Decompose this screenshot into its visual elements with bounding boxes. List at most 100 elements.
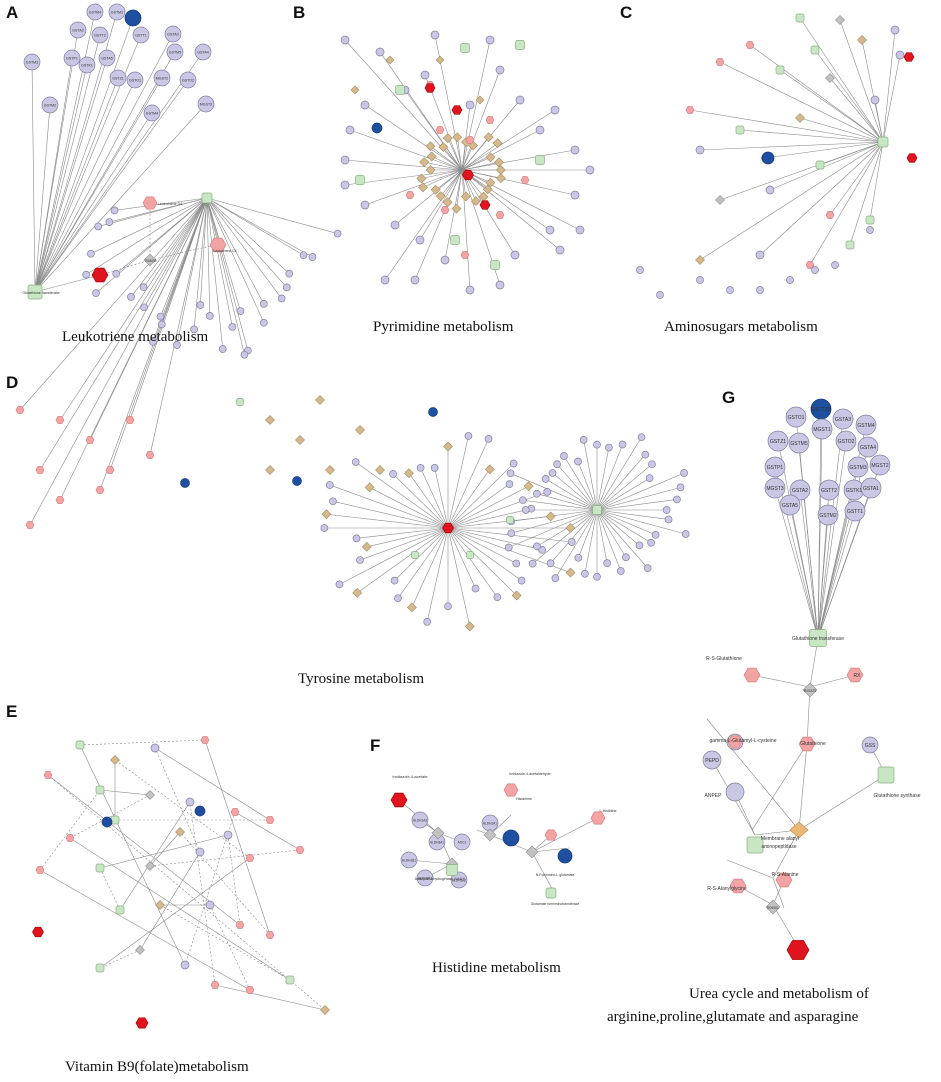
gene-node-e xyxy=(205,900,215,910)
edge-d xyxy=(552,472,598,511)
edge-c xyxy=(814,49,884,143)
edge-d xyxy=(394,527,449,581)
edge-d xyxy=(596,509,686,535)
gene-label-a: GSTA3 xyxy=(167,33,179,37)
enzyme-node-b xyxy=(395,85,405,95)
edge-c xyxy=(829,77,884,143)
caption-aminosugars: Aminosugars metabolism xyxy=(664,319,818,335)
metabolite-node-c xyxy=(685,106,695,114)
edge-d xyxy=(369,487,449,529)
gene-node-a xyxy=(86,3,104,21)
gene-label-f: ALDH1A3 xyxy=(413,819,427,823)
edge-b xyxy=(461,169,551,231)
metabolite-key-e xyxy=(32,926,44,938)
edge-d xyxy=(143,197,208,308)
edge-a xyxy=(34,51,176,293)
gene-node-d xyxy=(228,323,237,331)
edge-b xyxy=(430,146,463,171)
edge-d xyxy=(95,197,208,294)
gene-label-a: GSTT1 xyxy=(135,34,147,38)
gene-node-b xyxy=(360,100,370,110)
edge-d xyxy=(329,484,449,529)
metabolite-key-b xyxy=(462,169,474,181)
edge-a xyxy=(34,17,134,293)
gene-label-a: GSTA4 xyxy=(197,51,209,55)
reaction-node-b xyxy=(452,132,463,143)
edge-a xyxy=(34,103,207,293)
edge-e xyxy=(189,801,216,986)
gene-node-d xyxy=(218,345,227,353)
edge-b xyxy=(422,169,463,188)
reaction-node-e xyxy=(145,790,155,800)
edge-d xyxy=(583,439,598,511)
gene-node-d xyxy=(680,469,688,477)
gene-node-c xyxy=(870,95,880,105)
metabolite-node-d xyxy=(105,466,115,474)
enzyme-label-g: aminopeptidase xyxy=(761,844,797,850)
reaction-node-d xyxy=(565,523,576,533)
reaction-node-b xyxy=(416,173,427,184)
gene-node-g xyxy=(857,436,879,458)
edge-e xyxy=(47,774,326,1011)
edge-d xyxy=(434,467,449,529)
gene-node-d xyxy=(285,269,294,278)
edge-e xyxy=(99,857,251,969)
gene-label-g: GSTA2 xyxy=(792,488,808,494)
gene-hub-d xyxy=(180,478,190,488)
reaction-node-d xyxy=(545,511,556,522)
gene-node-d xyxy=(593,572,601,581)
edge-d xyxy=(109,197,208,223)
reaction-node-b xyxy=(442,133,453,144)
reaction-node-d xyxy=(523,481,534,492)
gene-node-d xyxy=(329,497,337,506)
gene-node-d xyxy=(605,443,613,452)
gene-node-b xyxy=(570,145,580,155)
edge-b xyxy=(461,143,498,171)
edge-d xyxy=(508,509,598,548)
gene-node-e xyxy=(185,797,195,807)
enzyme-node-f xyxy=(545,887,557,899)
gene-node-d xyxy=(553,460,561,469)
edge-a xyxy=(34,112,153,293)
gene-node-d xyxy=(140,303,148,312)
edge-e xyxy=(39,789,101,871)
edge-b xyxy=(364,104,463,171)
gene-label-g: GSTM4 xyxy=(857,423,874,429)
gene-node-d xyxy=(662,506,671,514)
gene-node-d xyxy=(645,474,654,482)
gene-node-d xyxy=(618,440,627,449)
enzyme-node-c xyxy=(810,45,820,55)
edge-d xyxy=(556,464,598,511)
reaction-node-b xyxy=(496,173,506,184)
edge-a xyxy=(34,77,163,293)
gene-hub-e xyxy=(101,816,113,828)
edge-g xyxy=(798,442,819,639)
gene-node-b xyxy=(380,275,390,285)
metabolite-label-g: gamma-L-Glutamyl-L-cysteine xyxy=(710,738,777,744)
gene-node-d xyxy=(156,312,165,321)
edge-f xyxy=(531,819,595,853)
reaction-node-e xyxy=(145,861,155,871)
gene-node-d xyxy=(82,270,91,279)
edge-g xyxy=(817,446,869,639)
edge-b xyxy=(457,137,463,171)
gene-hub-d xyxy=(292,476,302,486)
edge-c xyxy=(719,61,884,143)
edge-d xyxy=(392,473,449,529)
gene-label-a: GSTZ1 xyxy=(112,77,124,81)
gene-node-g xyxy=(779,494,801,516)
edge-b xyxy=(344,159,463,171)
gene-label-g: MGST3 xyxy=(766,486,783,492)
edge-g xyxy=(772,904,799,948)
edge-d xyxy=(206,197,290,274)
edge-b xyxy=(440,169,463,197)
edge-g xyxy=(799,489,819,639)
gene-node-d xyxy=(105,218,114,226)
gene-node-d xyxy=(548,469,557,477)
gene-node-d xyxy=(637,433,646,442)
caption-urea-line1: Urea cycle and metabolism of xyxy=(689,986,869,1002)
metabolite-key-e xyxy=(135,1017,149,1029)
metabolite-node-f xyxy=(544,829,558,841)
enzyme-node-c xyxy=(775,65,785,75)
panel-letter-c: C xyxy=(620,3,632,22)
